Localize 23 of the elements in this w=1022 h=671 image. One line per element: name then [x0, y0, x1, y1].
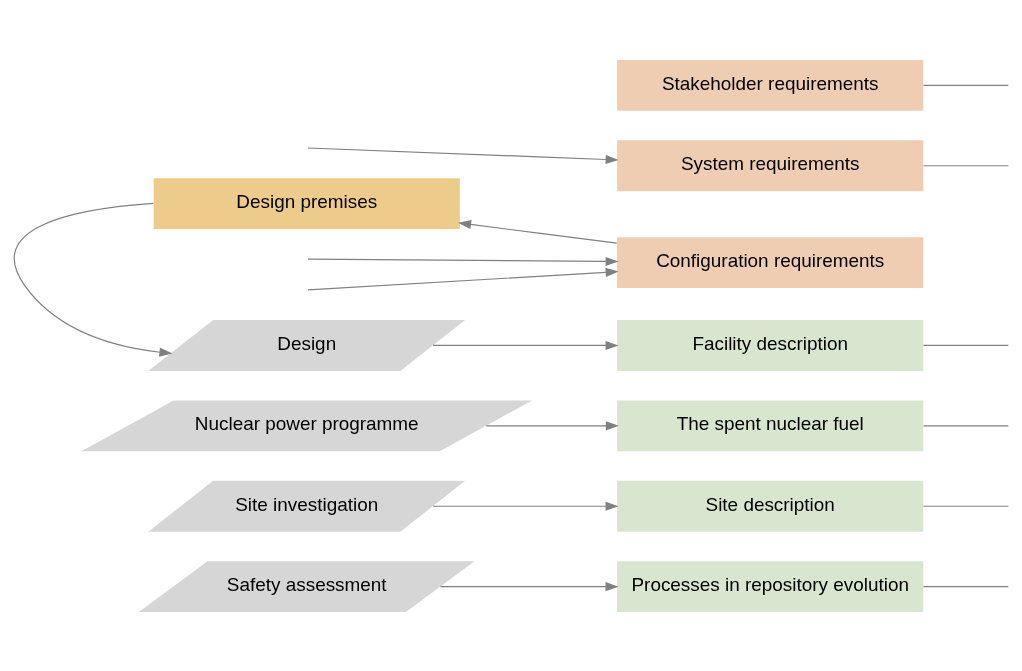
- node-box: Design premises: [153, 177, 460, 229]
- arrow: [431, 501, 619, 511]
- arrow: [306, 146, 619, 164]
- arrow: [439, 581, 618, 591]
- arrow: [13, 202, 172, 357]
- node-box: Processes in repository evolution: [616, 560, 923, 612]
- connector: [922, 585, 1009, 587]
- node-box: Configuration requirements: [616, 236, 923, 288]
- arrow: [457, 219, 617, 244]
- connector: [922, 84, 1009, 86]
- arrow: [431, 340, 619, 350]
- arrow: [306, 256, 619, 266]
- node-box: The spent nuclear fuel: [616, 399, 923, 451]
- connector: [922, 424, 1009, 426]
- node-box: Stakeholder requirements: [616, 59, 923, 111]
- arrow: [306, 267, 619, 290]
- node-box: System requirements: [616, 139, 923, 191]
- connector: [922, 164, 1009, 166]
- arrow: [485, 420, 619, 430]
- connector: [922, 505, 1009, 507]
- node-box: Site description: [616, 480, 923, 532]
- node-box: Facility description: [616, 319, 923, 371]
- connector: [922, 344, 1009, 346]
